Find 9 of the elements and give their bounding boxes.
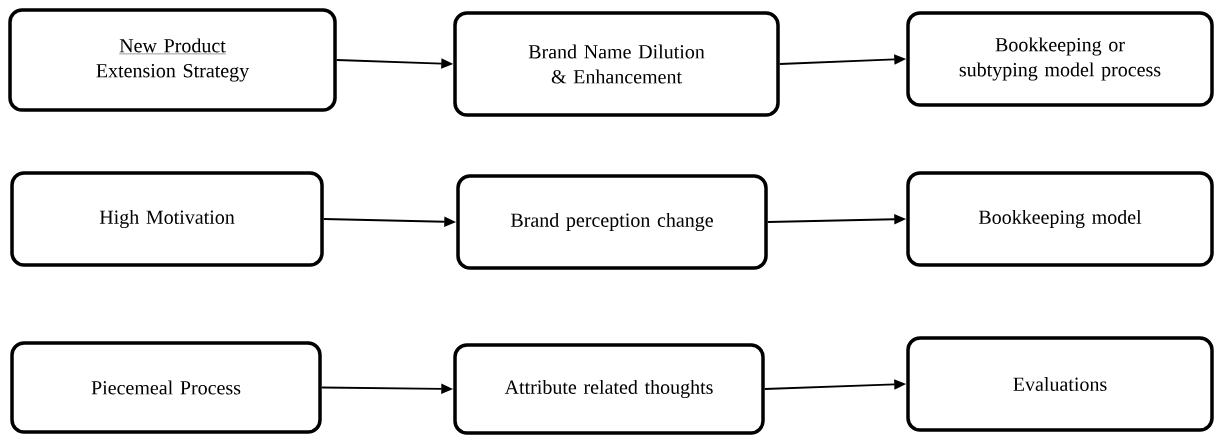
process-box: High Motivation <box>10 171 324 267</box>
process-box: Attribute related thoughts <box>453 343 765 435</box>
process-box: Brand perception change <box>456 174 768 270</box>
process-box: New Product Extension Strategy <box>8 8 337 112</box>
process-box: Evaluations <box>906 336 1214 432</box>
process-box: Brand Name Dilution & Enhancement <box>453 11 780 117</box>
process-box: Piecemeal Process <box>10 341 322 434</box>
process-box: Bookkeeping model <box>906 171 1214 267</box>
process-box: Bookkeeping or subtyping model process <box>906 11 1214 107</box>
